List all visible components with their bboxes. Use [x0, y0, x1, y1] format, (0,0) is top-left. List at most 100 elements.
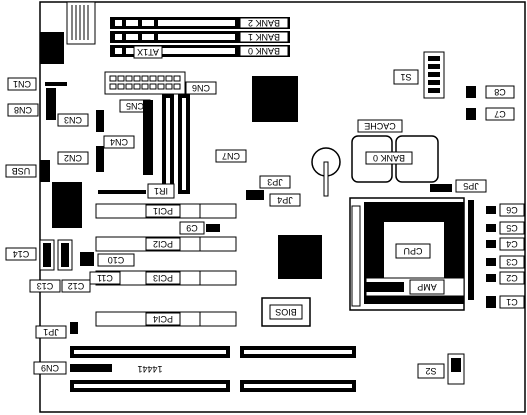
c8-label-box: [485, 85, 515, 99]
c10-part: [80, 252, 94, 266]
c3-label-box: [499, 255, 525, 269]
c13-label: C13: [37, 281, 54, 291]
cpu-side-bar: [468, 200, 474, 300]
c6-label-box: [499, 203, 525, 217]
amp-label: AMP: [417, 282, 437, 292]
c12-label-box: [61, 279, 91, 293]
cn6-label-box: [185, 81, 217, 95]
isa-slots: [70, 346, 356, 392]
jp5-label: JP5: [463, 181, 479, 191]
bank-labels: BANK 2 BANK 1 BANK 0: [239, 17, 289, 57]
at-power-label: AT1X: [137, 47, 159, 57]
cn5-label: CN5: [126, 101, 144, 111]
c4-label: C4: [506, 239, 518, 249]
c9-label: C9: [186, 223, 198, 233]
s2-switch-knob: [451, 358, 461, 372]
c3-label: C3: [506, 257, 518, 267]
c9-label-box: [179, 221, 205, 235]
ir1-label: IR1: [154, 186, 168, 196]
jp4-header: [246, 190, 264, 200]
c10-label-box: [97, 253, 135, 267]
c4-label-box: [499, 237, 525, 251]
cn8-header: [46, 88, 56, 120]
cache-bank0-label: BANK 0: [373, 153, 405, 163]
keyboard-connector: [40, 32, 64, 64]
bios-label: BIOS: [275, 307, 297, 317]
keyboard-port-ribs: [71, 5, 89, 40]
right-cap-headers: [486, 206, 496, 308]
cn1-label-box: [7, 77, 37, 91]
s1-switch-keys: [428, 56, 440, 93]
pci4-label: PCI4: [153, 314, 173, 324]
cn2-label: CN2: [64, 153, 82, 163]
c11-label: C11: [97, 273, 113, 283]
jp4-label-box: [269, 193, 301, 207]
bank-0-label: BANK 0: [248, 46, 280, 56]
at-power-connector: [104, 71, 186, 95]
cn1-label: CN1: [13, 79, 31, 89]
pci4-label-box: [145, 312, 181, 326]
chipset-lower: [278, 235, 322, 279]
chipset-main: [252, 76, 298, 122]
bank-2-label: BANK 2: [248, 18, 280, 28]
s1-label-box: [393, 69, 419, 85]
c1-label: C1: [506, 297, 518, 307]
cn4-label: CN4: [110, 137, 128, 147]
at-power-pins: [109, 75, 181, 90]
cn2-header: [96, 146, 104, 172]
c2-label-box: [499, 271, 525, 285]
board-serial: 14441: [137, 364, 162, 374]
battery-stem: [323, 161, 329, 197]
cn7-label: CN7: [222, 151, 240, 161]
cn8-label-box: [7, 103, 39, 117]
cpu-lever: [351, 205, 361, 307]
cache-label-box: [357, 119, 403, 133]
pci1-label: PCI1: [153, 206, 173, 216]
pci2-label-box: [145, 237, 181, 251]
jp4-label: JP4: [277, 195, 293, 205]
jp1-label: JP1: [43, 327, 59, 337]
jp5-label-box: [455, 179, 487, 193]
cn9-header: [70, 364, 112, 372]
s2-label-box: [417, 363, 445, 379]
c1-label-box: [499, 295, 525, 309]
c7-part: [466, 108, 476, 120]
c12-part-inner: [61, 243, 69, 267]
c13-label-box: [29, 279, 61, 293]
at-power-label-box: [133, 45, 163, 59]
cn8-label: CN8: [14, 105, 32, 115]
chipset-left: [52, 182, 82, 228]
c2-label: C2: [506, 273, 518, 283]
c6-label: C6: [506, 205, 518, 215]
cn7-label-box: [215, 149, 247, 163]
cn4-label-box: [103, 135, 135, 149]
cn6-label: CN6: [192, 83, 210, 93]
cache-label: CACHE: [364, 121, 396, 131]
c5-label-box: [499, 221, 525, 235]
ir1-header: [98, 190, 146, 194]
s1-label: S1: [400, 72, 411, 82]
jp1-header: [70, 322, 78, 334]
jp3-label: JP3: [267, 177, 283, 187]
bank-1-label: BANK 1: [248, 32, 280, 42]
c10-label: C10: [108, 255, 125, 265]
bios-label-box: [269, 304, 303, 320]
usb-label: USB: [12, 166, 31, 176]
amp-strip-dark: [366, 282, 404, 292]
pci2-label: PCI2: [153, 239, 173, 249]
pci1-label-box: [145, 204, 181, 218]
c12-label: C12: [68, 281, 85, 291]
cpu-label: CPU: [403, 246, 422, 256]
c14-label: C14: [13, 249, 30, 259]
cn2-label-box: [57, 151, 89, 165]
cn9-label: CN9: [41, 363, 59, 373]
c7-label-box: [485, 107, 515, 121]
c8-part: [466, 86, 476, 98]
cache-bank0-label-box: [365, 151, 413, 165]
ide-headers: [143, 94, 190, 194]
ir1-label-box: [147, 183, 175, 199]
c8-label: C8: [494, 87, 506, 97]
c14-label-box: [5, 247, 37, 261]
cn3-label-box: [57, 113, 89, 127]
pci3-label: PCI3: [153, 273, 173, 283]
